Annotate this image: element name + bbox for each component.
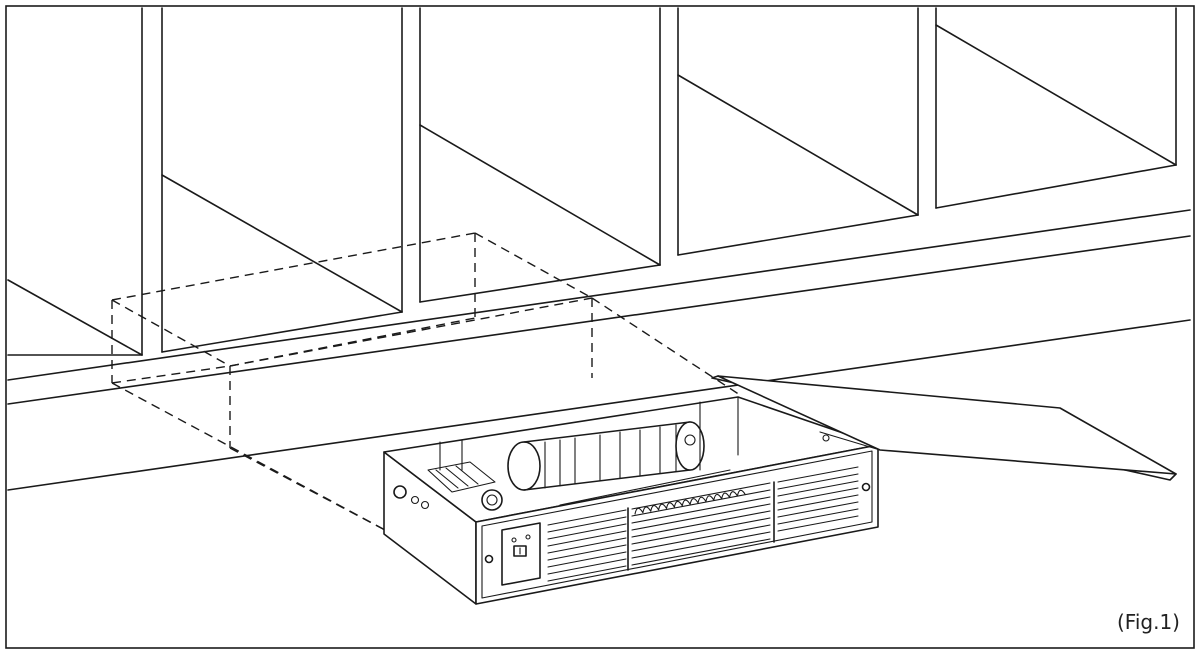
figure-frame: [5, 5, 1195, 649]
cutout-guide-lines: [111, 232, 741, 531]
cabinet-row: [7, 7, 1191, 491]
heater-cover: [711, 375, 1177, 481]
screw-icon: [484, 554, 494, 564]
screw-icon: [861, 482, 871, 492]
kickspace-heater: [383, 396, 879, 605]
hinge-icon: [822, 434, 830, 442]
blower-motor: [481, 421, 705, 511]
grille-left: [547, 509, 627, 582]
figure-caption: (Fig.1): [1117, 610, 1180, 634]
grille-center: [631, 482, 771, 566]
grille-right: [777, 466, 859, 532]
control-panel: [501, 522, 541, 586]
knockout-icon: [393, 485, 407, 499]
terminal-block: [427, 439, 496, 493]
